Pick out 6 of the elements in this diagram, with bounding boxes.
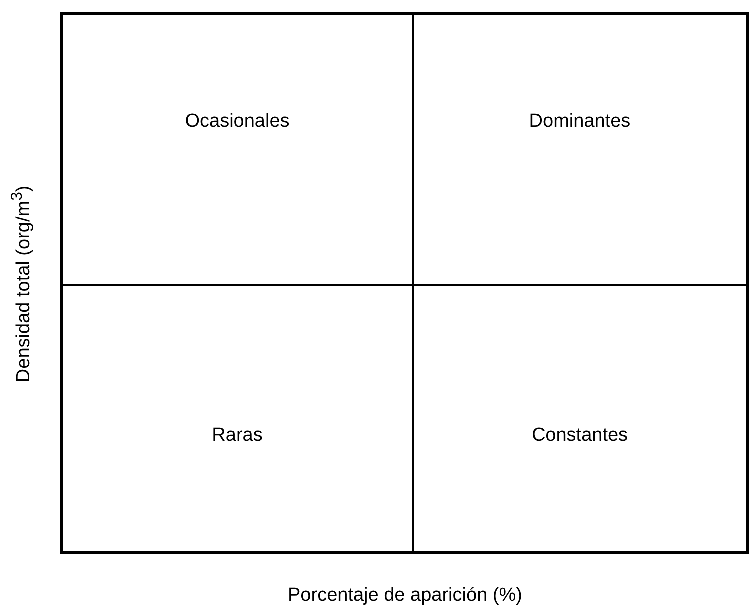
quadrant-label: Constantes <box>530 425 630 447</box>
quadrant-label: Dominantes <box>528 111 632 133</box>
quadrant-label: Ocasionales <box>184 111 291 133</box>
quadrant <box>63 15 414 286</box>
quadrant-label: Raras <box>211 425 264 447</box>
x-axis-label: Porcentaje de aparición (%) <box>288 585 522 607</box>
